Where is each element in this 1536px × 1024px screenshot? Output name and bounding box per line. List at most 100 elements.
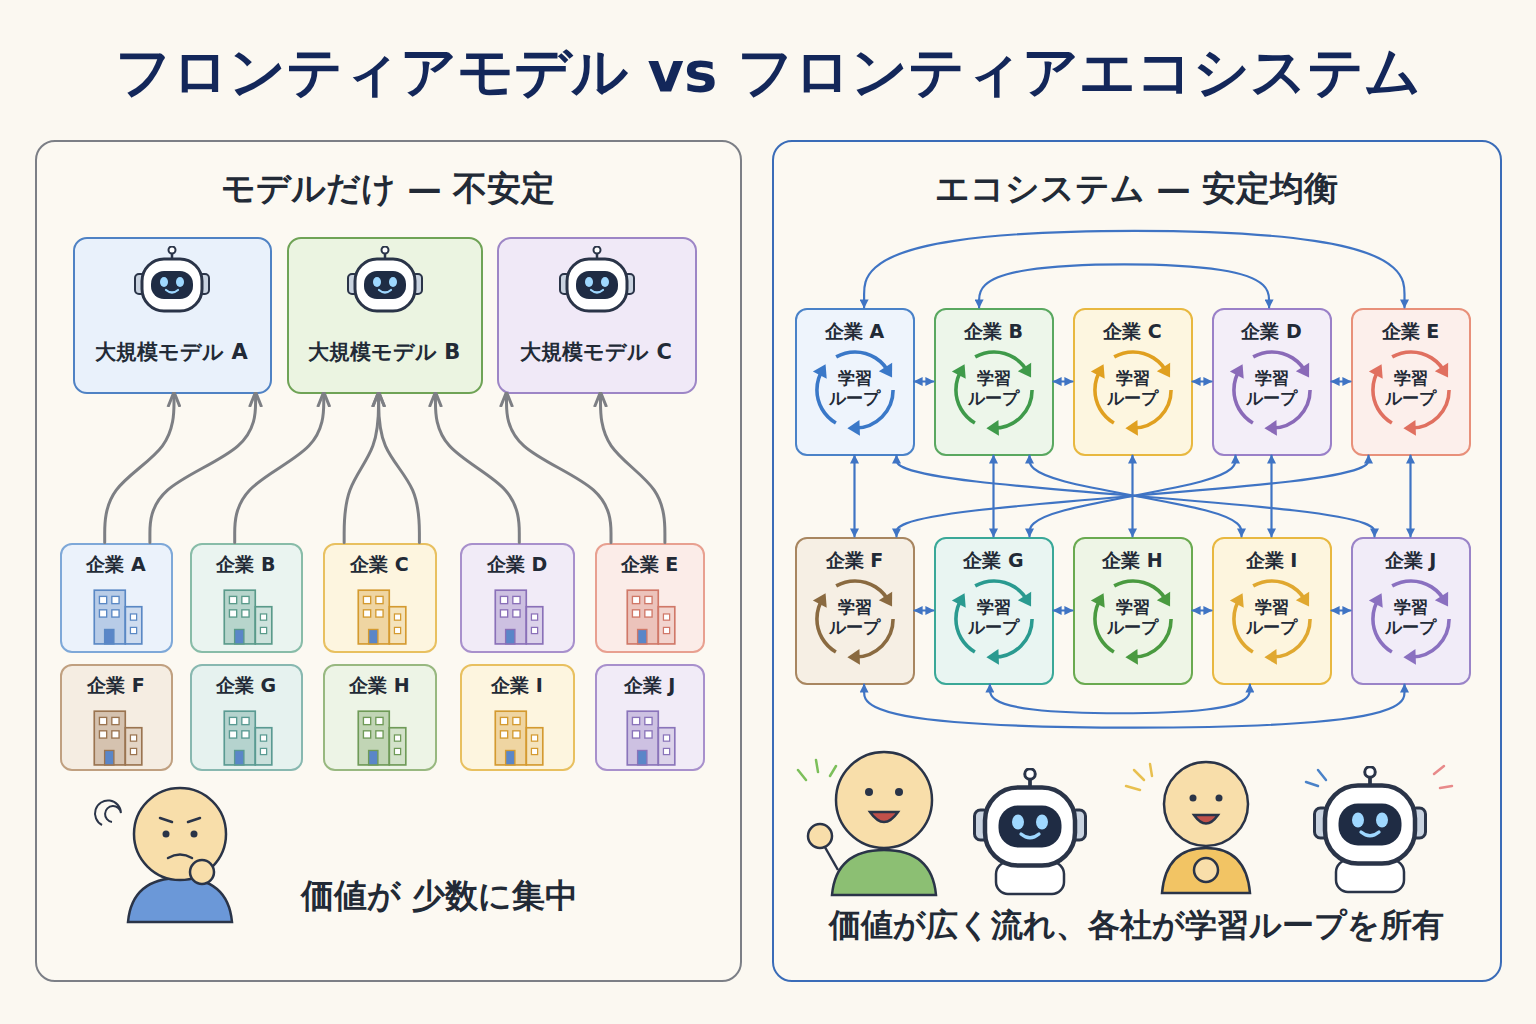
- company-label: 企業 E: [1351, 320, 1471, 343]
- company-box: 企業 C 学習 ループ: [1073, 308, 1193, 456]
- company-label: 企業 C: [323, 553, 437, 576]
- building-icon: [224, 711, 272, 765]
- building-icon: [358, 590, 406, 644]
- company-label: 企業 H: [323, 674, 437, 697]
- connector-arrow: [897, 456, 1375, 537]
- loop-icon: [952, 352, 1038, 436]
- company-box: 企業 C: [323, 543, 437, 653]
- loop-icon: [1230, 352, 1316, 436]
- loop-icon: [1091, 352, 1177, 436]
- building-icon: [495, 711, 543, 765]
- company-box: 企業 I: [460, 664, 575, 771]
- connector-arrow: [1332, 380, 1351, 382]
- connector-arrow: [897, 456, 1369, 537]
- connector-arrow: [1270, 456, 1272, 537]
- connector-arrow: [864, 685, 1404, 728]
- loop-label: 学習 ループ: [962, 368, 1026, 409]
- model-box: 大規模モデル B: [287, 237, 483, 394]
- happy-robot: [1306, 766, 1452, 892]
- company-label: 企業 J: [595, 674, 705, 697]
- connector-arrow: [1193, 380, 1212, 382]
- connector-arrow: [235, 394, 324, 543]
- company-box: 企業 B学習 ループ: [934, 308, 1054, 456]
- loop-icon: [952, 581, 1038, 665]
- model-box: 大規模モデル A: [73, 237, 272, 394]
- loop-label: 学習 ループ: [1101, 368, 1165, 409]
- building-icon: [627, 711, 675, 765]
- connector-arrow: [915, 609, 934, 611]
- company-label: 企業 J: [1351, 549, 1471, 572]
- connector-arrow: [992, 456, 994, 537]
- building-icon: [627, 590, 675, 644]
- connector-arrow: [1332, 609, 1351, 611]
- connector-arrow: [150, 394, 256, 543]
- loop-label: 学習 ループ: [823, 597, 887, 638]
- loop-label: 学習 ループ: [1101, 597, 1165, 638]
- connector-arrow: [105, 394, 174, 543]
- company-label: 企業 I: [460, 674, 575, 697]
- company-box: 企業 G 学習 ループ: [934, 537, 1054, 685]
- company-box: 企業 A: [60, 543, 173, 653]
- loop-icon: [813, 581, 899, 665]
- panel-heading: エコシステム — 安定均衡: [772, 168, 1502, 209]
- panel-box: エコシステム — 安定均衡価値が広く流れ、各社が学習ループを所有 企業 A学習 ル…: [772, 140, 1502, 982]
- panel-caption: 価値が 少数に集中: [185, 876, 695, 916]
- connector-arrow: [379, 394, 420, 543]
- connector-arrow: [1131, 456, 1133, 537]
- company-label: 企業 E: [595, 553, 705, 576]
- connector-arrow: [1193, 609, 1212, 611]
- model-box: 大規模モデル C: [497, 237, 697, 394]
- company-box: 企業 D: [460, 543, 575, 653]
- company-label: 企業 G: [934, 549, 1054, 572]
- company-box: 企業 A学習 ループ: [795, 308, 915, 456]
- company-label: 企業 F: [60, 674, 173, 697]
- connector-arrow: [344, 394, 378, 543]
- worried-person: [95, 788, 232, 922]
- diagram-title: フロンティアモデル vs フロンティアエコシステム: [0, 38, 1536, 105]
- loop-icon: [1091, 581, 1177, 665]
- company-label: 企業 B: [190, 553, 303, 576]
- connector-arrow: [1054, 609, 1073, 611]
- company-box: 企業 F: [60, 664, 173, 771]
- company-label: 企業 G: [190, 674, 303, 697]
- connector-arrow: [1409, 456, 1411, 537]
- company-box: 企業 J 学習 ループ: [1351, 537, 1471, 685]
- connector-arrow: [915, 380, 934, 382]
- model-label: 大規模モデル A: [72, 340, 271, 365]
- loop-label: 学習 ループ: [1240, 368, 1304, 409]
- panel-box: モデルだけ — 不安定価値が 少数に集中 大規模モデル A 大規模モデル B 大規模モ…: [35, 140, 742, 982]
- happy-person: [798, 752, 936, 895]
- robot-icon: [135, 247, 209, 312]
- robot-icon: [560, 247, 634, 312]
- panel-caption: 価値が広く流れ、各社が学習ループを所有: [772, 906, 1502, 944]
- panel-heading: モデルだけ — 不安定: [35, 168, 742, 209]
- company-label: 企業 H: [1073, 549, 1193, 572]
- loop-label: 学習 ループ: [1379, 597, 1443, 638]
- connector-arrow: [990, 685, 1250, 714]
- connector-arrow: [853, 456, 855, 537]
- company-box: 企業 H: [323, 664, 437, 771]
- company-label: 企業 C: [1073, 320, 1193, 343]
- connector-group: [105, 231, 1411, 728]
- company-box: 企業 F学習 ループ: [795, 537, 915, 685]
- company-label: 企業 A: [60, 553, 173, 576]
- company-box: 企業 B: [190, 543, 303, 653]
- loop-icon: [1230, 581, 1316, 665]
- connector-arrow: [979, 264, 1269, 307]
- model-label: 大規模モデル B: [286, 340, 482, 365]
- building-icon: [94, 590, 142, 644]
- company-box: 企業 E: [595, 543, 705, 653]
- company-box: 企業 J: [595, 664, 705, 771]
- building-icon: [224, 590, 272, 644]
- company-box: 企業 I学習 ループ: [1212, 537, 1332, 685]
- connector-arrow: [1030, 456, 1236, 537]
- company-label: 企業 D: [1212, 320, 1332, 343]
- connector-arrow: [864, 231, 1404, 308]
- model-label: 大規模モデル C: [496, 340, 696, 365]
- robot-icon: [348, 247, 422, 312]
- company-label: 企業 I: [1212, 549, 1332, 572]
- connector-arrow: [1030, 456, 1242, 537]
- loop-label: 学習 ループ: [962, 597, 1026, 638]
